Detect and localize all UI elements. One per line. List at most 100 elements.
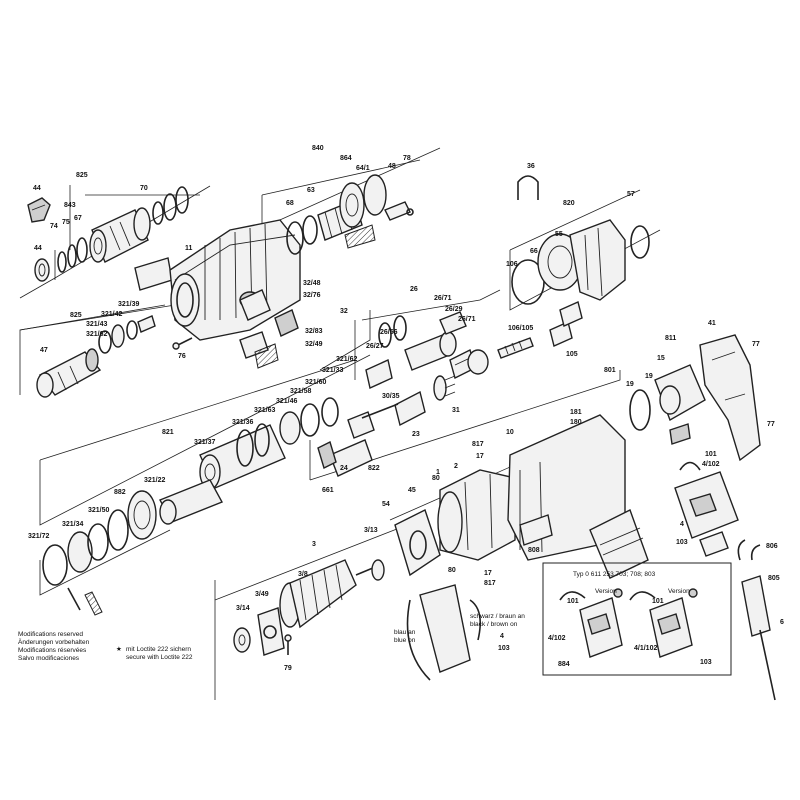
label-26-71-b: 26/71 — [458, 316, 476, 323]
footer-loctite-en: secure with Loctite 222 — [126, 654, 193, 661]
label-63: 63 — [307, 187, 315, 194]
label-101-c: 101 — [652, 598, 664, 605]
label-44-b: 44 — [34, 245, 42, 252]
label-808: 808 — [528, 547, 540, 554]
part-840-bearing-group — [286, 174, 387, 255]
label-820: 820 — [563, 200, 575, 207]
label-75: 75 — [62, 219, 70, 226]
label-32-76: 32/76 — [303, 292, 321, 299]
part-26-spindle-group — [365, 311, 489, 389]
part-45-fan-baffle — [394, 509, 441, 577]
label-41: 41 — [708, 320, 716, 327]
label-54: 54 — [382, 501, 390, 508]
label-103-c: 103 — [700, 659, 712, 666]
footer-line-3: Modifications réservées — [18, 647, 87, 654]
footer-line-1: Modifications reserved — [18, 631, 83, 638]
label-821: 821 — [162, 429, 174, 436]
part-48-clip — [384, 201, 414, 221]
label-321-58: 321/58 — [290, 388, 312, 395]
label-19: 19 — [626, 381, 634, 388]
label-23: 23 — [412, 431, 420, 438]
label-321-50: 321/50 — [88, 507, 110, 514]
label-77-b: 77 — [767, 421, 775, 428]
label-321-34: 321/34 — [62, 521, 84, 528]
label-884: 884 — [558, 661, 570, 668]
part-843-chuck-sleeve — [89, 207, 151, 263]
label-817-b: 817 — [484, 580, 496, 587]
label-1: 1 — [436, 469, 440, 476]
part-44-chuck-key — [27, 197, 51, 223]
part-801-brush-plate — [629, 364, 706, 445]
label-106: 106 — [506, 261, 518, 268]
label-103-b: 103 — [498, 645, 510, 652]
wiring-note-black-brown: schwarz / braun an — [470, 613, 525, 620]
label-4-b: 4 — [500, 633, 504, 640]
label-822: 822 — [368, 465, 380, 472]
version-right-label: Version — [668, 588, 690, 595]
label-817: 817 — [472, 441, 484, 448]
part-76-screw — [172, 337, 193, 350]
part-321-guide-tube — [159, 424, 286, 525]
part-321-62-rings — [98, 315, 156, 354]
label-26-56: 26/56 — [380, 329, 398, 336]
label-321-42: 321/42 — [101, 311, 123, 318]
label-67: 67 — [74, 215, 82, 222]
part-32-brush-holder — [239, 289, 299, 369]
label-106-105: 106/105 — [508, 325, 533, 332]
label-36: 36 — [527, 163, 535, 170]
part-3-armature — [279, 559, 385, 629]
version-box — [542, 562, 732, 676]
label-321-22: 321/22 — [144, 477, 166, 484]
part-2-field-coil — [437, 469, 516, 561]
label-55: 55 — [555, 231, 563, 238]
part-11-label-plate — [134, 257, 173, 291]
part-820-bearing-flange — [511, 219, 650, 305]
label-3-14: 3/14 — [236, 605, 250, 612]
label-882: 882 — [114, 489, 126, 496]
label-321-43: 321/43 — [86, 321, 108, 328]
label-321-37: 321/37 — [194, 439, 216, 446]
label-11: 11 — [185, 245, 193, 252]
label-101: 101 — [705, 451, 717, 458]
part-30-striker — [394, 375, 456, 427]
label-321-62-b: 321/62 — [336, 356, 358, 363]
part-825-bit-holder — [36, 348, 102, 398]
callout-labels: 44 825 843 74 75 67 70 44 11 840 864 64/… — [28, 145, 784, 672]
label-3: 3 — [312, 541, 316, 548]
label-321-62: 321/62 — [86, 331, 108, 338]
label-19-b: 19 — [645, 373, 653, 380]
label-3-13: 3/13 — [364, 527, 378, 534]
label-180: 180 — [570, 419, 582, 426]
version-box-title: Typ 0 611 253 703; 708; 803 — [573, 571, 656, 578]
label-26: 26 — [410, 286, 418, 293]
part-3-14-bearing — [233, 607, 285, 656]
label-70: 70 — [140, 185, 148, 192]
wiring-note-blue: blau an — [394, 629, 416, 636]
wiring-inset-view — [406, 584, 481, 681]
part-44-gear-ring — [34, 258, 50, 282]
label-57: 57 — [627, 191, 635, 198]
part-103-capacitor — [699, 531, 729, 557]
part-70-rings — [152, 186, 189, 225]
label-840: 840 — [312, 145, 324, 152]
label-78: 78 — [403, 155, 411, 162]
label-74: 74 — [50, 223, 58, 230]
label-30-35: 30/35 — [382, 393, 400, 400]
label-26-71: 26/71 — [434, 295, 452, 302]
part-41-handle-half — [699, 334, 761, 462]
part-106-screw — [497, 337, 534, 359]
label-32-83: 32/83 — [305, 328, 323, 335]
label-77: 77 — [752, 341, 760, 348]
label-801: 801 — [604, 367, 616, 374]
label-2: 2 — [454, 463, 458, 470]
label-79: 79 — [284, 665, 292, 672]
label-825: 825 — [76, 172, 88, 179]
label-3-49: 3/49 — [255, 591, 269, 598]
part-36-spring-clip — [517, 175, 539, 200]
label-32-49: 32/49 — [305, 341, 323, 348]
label-47: 47 — [40, 347, 48, 354]
footer-notes: Modifications reserved Änderungen vorbeh… — [18, 631, 193, 662]
part-808-label — [519, 514, 553, 546]
label-661: 661 — [322, 487, 334, 494]
